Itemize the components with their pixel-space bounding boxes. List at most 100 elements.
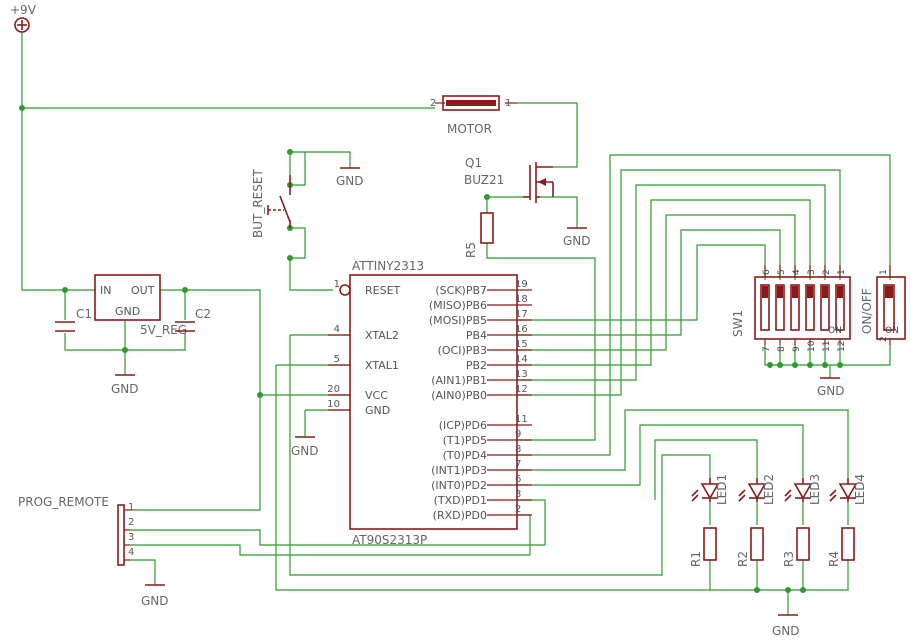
resistor-label: R1 <box>689 551 703 567</box>
gnd-sw-label: GND <box>817 384 845 398</box>
mcu-pin-label: XTAL2 <box>365 329 399 342</box>
prog-label: PROG_REMOTE <box>18 495 109 509</box>
resistor-label: R3 <box>782 551 796 567</box>
led-3: LED3 <box>784 474 822 505</box>
mcu-name: ATTINY2313 <box>352 259 424 273</box>
mcu-pin-num: 13 <box>515 369 528 380</box>
prog-pin-num: 4 <box>128 547 134 558</box>
mcu-pin-label: (T1)PD5 <box>443 434 487 447</box>
led-label: LED4 <box>853 474 867 505</box>
motor: 2 1 MOTOR <box>430 95 517 136</box>
mcu-pin-num: 15 <box>515 339 528 350</box>
mcu-pin-label: VCC <box>365 389 388 402</box>
mcu-pin-num: 20 <box>327 384 340 395</box>
mcu-pin-num: 16 <box>515 324 528 335</box>
led-4: LED4 <box>829 474 867 505</box>
sw1-pin-top: 3 <box>807 269 817 275</box>
mcu-pin-label: (TXD)PD1 <box>434 494 487 507</box>
mcu-pin-label: GND <box>365 404 390 417</box>
supply-label: +9V <box>10 3 37 17</box>
q1-value: BUZ21 <box>464 173 504 187</box>
mcu-pin-label: (T0)PD4 <box>443 449 487 462</box>
onoff-pin1: 1 <box>879 269 889 275</box>
reset-button: BUT_RESET <box>251 169 291 238</box>
sw1-pin-top: 6 <box>762 269 772 275</box>
mcu-pin-label: (OCI)PB3 <box>438 344 487 357</box>
c1-capacitor: C1 <box>55 307 92 332</box>
mcu-pin-num: 6 <box>515 474 521 485</box>
sw1-pin-bottom: 7 <box>762 346 772 352</box>
mcu-pin-num: 14 <box>515 354 528 365</box>
c1-label: C1 <box>76 307 92 321</box>
mcu-pin-num: 17 <box>515 309 528 320</box>
mcu-pin-label: XTAL1 <box>365 359 399 372</box>
gnd-led-label: GND <box>772 624 800 638</box>
resistor-3: R3 <box>782 527 810 567</box>
button-label: BUT_RESET <box>251 169 265 238</box>
mcu-pin-label: (SCK)PB7 <box>435 284 487 297</box>
resistor-label: R2 <box>736 551 750 567</box>
mcu-pin-label: PB2 <box>466 359 487 372</box>
mcu-pin-num: 8 <box>515 444 521 455</box>
mcu-pin-num: 2 <box>515 504 521 515</box>
sw1-pin-bottom: 11 <box>822 341 832 352</box>
mcu-value: AT90S2313P <box>352 533 427 547</box>
mcu-pin-label: (MISO)PB6 <box>429 299 487 312</box>
mcu-pin-label: RESET <box>365 284 401 297</box>
c2-capacitor: C2 <box>175 307 211 332</box>
sw1-pin-top: 2 <box>822 269 832 275</box>
led-label: LED2 <box>762 474 776 505</box>
resistor-2: R2 <box>736 527 764 567</box>
sw1-label: SW1 <box>731 310 745 337</box>
mcu-pin-label: (AIN1)PB1 <box>431 374 487 387</box>
supply-symbol: +9V <box>10 3 37 33</box>
led-label: LED3 <box>808 474 822 505</box>
r5-resistor: R5 <box>464 212 494 258</box>
mcu-pin-num: 12 <box>515 384 528 395</box>
motor-pin1: 1 <box>505 98 511 109</box>
mcu-pin-label: (AIN0)PB0 <box>431 389 487 402</box>
reg-out-label: OUT <box>131 284 155 297</box>
mcu-pin-num: 10 <box>327 399 340 410</box>
mcu-pin-num: 1 <box>334 279 340 290</box>
sw1-on-label: ON <box>828 326 842 336</box>
mcu-pin-label: (ICP)PD6 <box>439 419 487 432</box>
q1-label: Q1 <box>465 156 482 170</box>
onoff-label: ON/OFF <box>860 288 874 334</box>
mcu-pin-label: PB4 <box>466 329 487 342</box>
reg-gnd-label: GND <box>115 305 140 318</box>
sw1-pin-bottom: 12 <box>837 341 847 352</box>
gnd-q1-label: GND <box>563 234 591 248</box>
resistor-4: R4 <box>827 527 855 567</box>
mcu-pin-num: 7 <box>515 459 521 470</box>
sw1-pin-top: 5 <box>777 269 787 275</box>
junctions <box>19 105 843 593</box>
prog-pin-num: 2 <box>128 517 134 528</box>
mcu-pin-num: 9 <box>515 429 521 440</box>
sw1-pin-bottom: 10 <box>807 340 817 352</box>
sw1-pin-bottom: 8 <box>777 346 787 352</box>
led-label: LED1 <box>715 474 729 505</box>
sw1-pin-bottom: 9 <box>792 346 802 352</box>
gnd-reg-label: GND <box>111 382 139 396</box>
mcu-pin-num: 4 <box>334 324 340 335</box>
prog-pin-num: 1 <box>128 502 134 513</box>
sw1-pin-top: 1 <box>837 269 847 275</box>
sw1-pin-top: 4 <box>792 269 802 275</box>
q1-mosfet: Q1 BUZ21 <box>464 156 554 203</box>
reg-value: 5V_REG <box>140 323 187 337</box>
mcu-pin-num: 3 <box>515 489 521 500</box>
c2-label: C2 <box>195 307 211 321</box>
reg-in-label: IN <box>100 284 111 297</box>
resistor-1: R1 <box>689 527 717 567</box>
led-1: LED1 <box>691 474 729 505</box>
motor-label: MOTOR <box>447 122 492 136</box>
regulator: IN OUT GND 5V_REG <box>94 274 187 337</box>
mcu-pin-label: (MOSI)PB5 <box>429 314 487 327</box>
onoff-pin2: 2 <box>879 336 889 342</box>
